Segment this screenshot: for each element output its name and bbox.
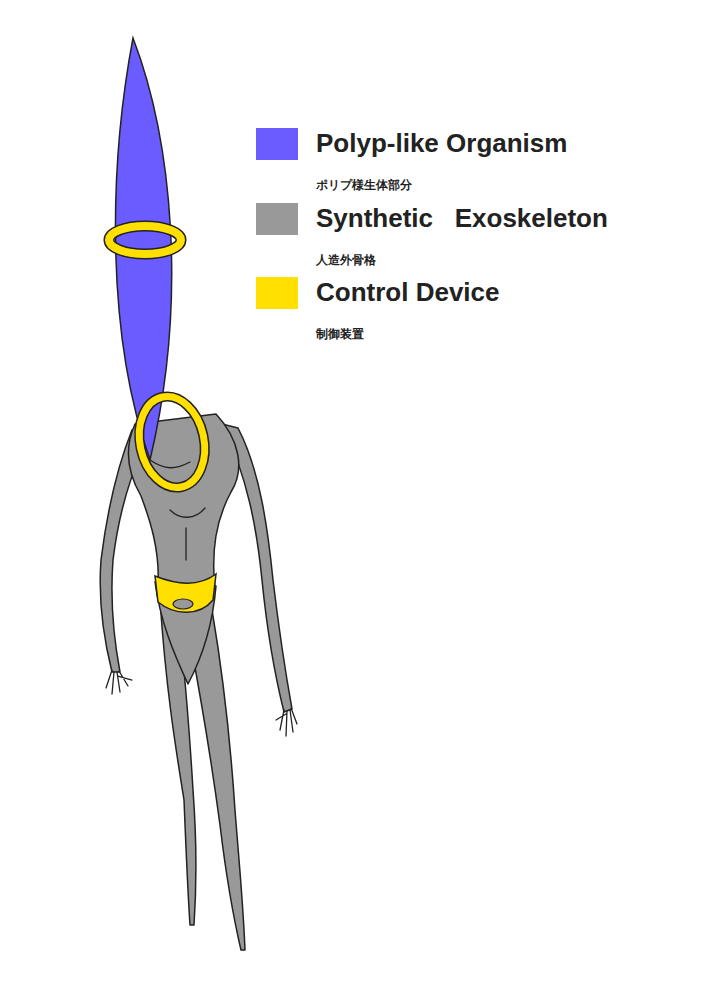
neck-ring-fill: [131, 390, 213, 493]
legend-text: Synthetic Exoskeleton: [316, 203, 608, 234]
waist-belt: [155, 574, 216, 612]
legend-text: Control Device: [316, 277, 500, 308]
belt-hole: [173, 599, 193, 609]
left-hand: [106, 670, 132, 694]
upper-ring-fill: [109, 226, 181, 254]
legend-swatch: [256, 203, 298, 235]
legend-swatch: [256, 277, 298, 309]
legend-subtitle: ポリプ様生体部分: [316, 178, 412, 192]
legend-subtitle: 人造外骨格: [316, 253, 376, 267]
legend-swatch: [256, 128, 298, 160]
neck-ring: [131, 390, 213, 493]
legend-text: Polyp-like Organism: [316, 128, 567, 159]
right-hand: [276, 708, 297, 736]
legend-subtitle: 制御装置: [316, 327, 364, 341]
upper-ring: [109, 226, 181, 254]
